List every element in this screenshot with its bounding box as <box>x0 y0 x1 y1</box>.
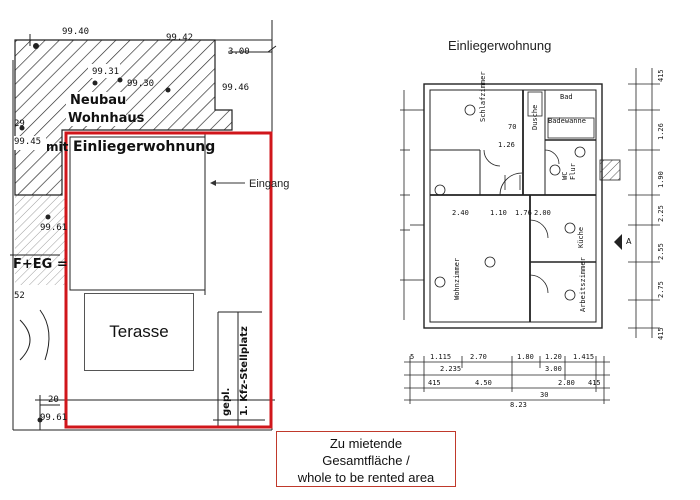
bottom-dim: 5 <box>410 353 415 361</box>
floor-plan-walls <box>410 83 621 329</box>
inner-dim: 2.00 <box>534 209 551 217</box>
dimension-label: 3.00 <box>228 47 250 57</box>
terasse-label: Terasse <box>109 322 169 341</box>
neubau-hatched-building <box>14 39 250 285</box>
section-marker <box>614 234 622 250</box>
bottom-dim: 1.20 <box>545 353 562 361</box>
bottom-dim: 1.115 <box>430 353 452 361</box>
floor-plan-title: Einliegerwohnung <box>448 38 552 53</box>
bottom-dim: 4.50 <box>475 379 492 387</box>
eingang-arrow <box>210 180 245 186</box>
right-dim: 2.25 <box>657 205 665 222</box>
wohnhaus-label: Wohnhaus <box>68 111 145 126</box>
right-dimension-lines <box>628 68 660 338</box>
neubau-label: Neubau <box>70 93 127 108</box>
bottom-dim: 415 <box>588 379 601 387</box>
right-dim: 1.90 <box>657 171 665 188</box>
right-dim: 1.26 <box>657 123 665 140</box>
right-dim: 415 <box>657 69 665 82</box>
inner-dim: 1.26 <box>498 141 515 149</box>
room-label-wohnzimmer: Wohnzimmer <box>453 257 461 300</box>
caption-line-2: Gesamtfläche / <box>322 453 410 468</box>
room-label-kueche: Küche <box>577 226 585 248</box>
elevation-label: 99.42 <box>166 33 194 43</box>
room-label-dusche: Dusche <box>531 104 539 130</box>
rented-area-outline <box>64 131 273 429</box>
bottom-dim: 1.415 <box>573 353 595 361</box>
elevation-label: 99.40 <box>62 27 90 37</box>
room-label-wc: WC <box>561 171 569 180</box>
left-dimension-ticks <box>400 90 410 320</box>
room-label-schlafzimmer: Schlafzimmer <box>479 71 487 122</box>
caption-line-3: whole to be rented area <box>297 470 435 485</box>
bottom-dim: 8.23 <box>510 401 527 409</box>
stellplatz-label: 1. Kfz-Stellplatz <box>239 326 250 416</box>
room-label-badewanne: Badewanne <box>548 117 586 125</box>
bottom-dimension-lines <box>404 356 610 404</box>
bottom-dim: 415 <box>428 379 441 387</box>
bottom-dim: 2.235 <box>440 365 462 373</box>
elevation-label: 99.45 <box>14 137 42 147</box>
elevation-label: 99.46 <box>222 83 250 93</box>
einlieger-site-label: Einliegerwohnung <box>73 139 216 155</box>
section-marker-label: A <box>626 237 632 246</box>
room-label-flur: Flur <box>569 163 577 180</box>
right-dim: 2.55 <box>657 243 665 260</box>
inner-dim: 2.40 <box>452 209 469 217</box>
survey-markers <box>19 43 171 423</box>
rented-area-caption: Zu mietende Gesamtfläche / whole to be r… <box>276 431 456 487</box>
bottom-dim: 1.80 <box>517 353 534 361</box>
number-label: 20 <box>48 395 59 405</box>
terasse-box: Terasse <box>84 293 194 371</box>
eingang-label: Eingang <box>249 178 290 190</box>
caption-line-1: Zu mietende <box>329 436 403 451</box>
elevation-label: 99.61 <box>40 223 68 233</box>
geplant-label: gepl. <box>221 387 232 416</box>
eg-label: F+EG = <box>13 257 68 272</box>
bottom-dim: 30 <box>540 391 549 399</box>
number-label: 52 <box>14 291 25 301</box>
elevation-label: 99.31 <box>92 67 120 77</box>
bottom-dim: 3.00 <box>545 365 562 373</box>
room-label-arbeitszimmer: Arbeitszimmer <box>579 257 587 312</box>
inner-dim: 1.10 <box>490 209 507 217</box>
inner-dim: 1.76 <box>515 209 532 217</box>
right-dim: 2.75 <box>657 281 665 298</box>
bottom-dim: 2.80 <box>558 379 575 387</box>
number-label: 29 <box>14 119 25 129</box>
elevation-label: 99.30 <box>127 79 155 89</box>
bottom-dim: 2.70 <box>470 353 487 361</box>
elevation-label: 99.61 <box>40 413 68 423</box>
mit-label-visible: mit <box>46 140 69 154</box>
room-label-bad: Bad <box>560 93 573 101</box>
right-dim: 415 <box>657 327 665 340</box>
inner-dim: 70 <box>508 123 517 131</box>
